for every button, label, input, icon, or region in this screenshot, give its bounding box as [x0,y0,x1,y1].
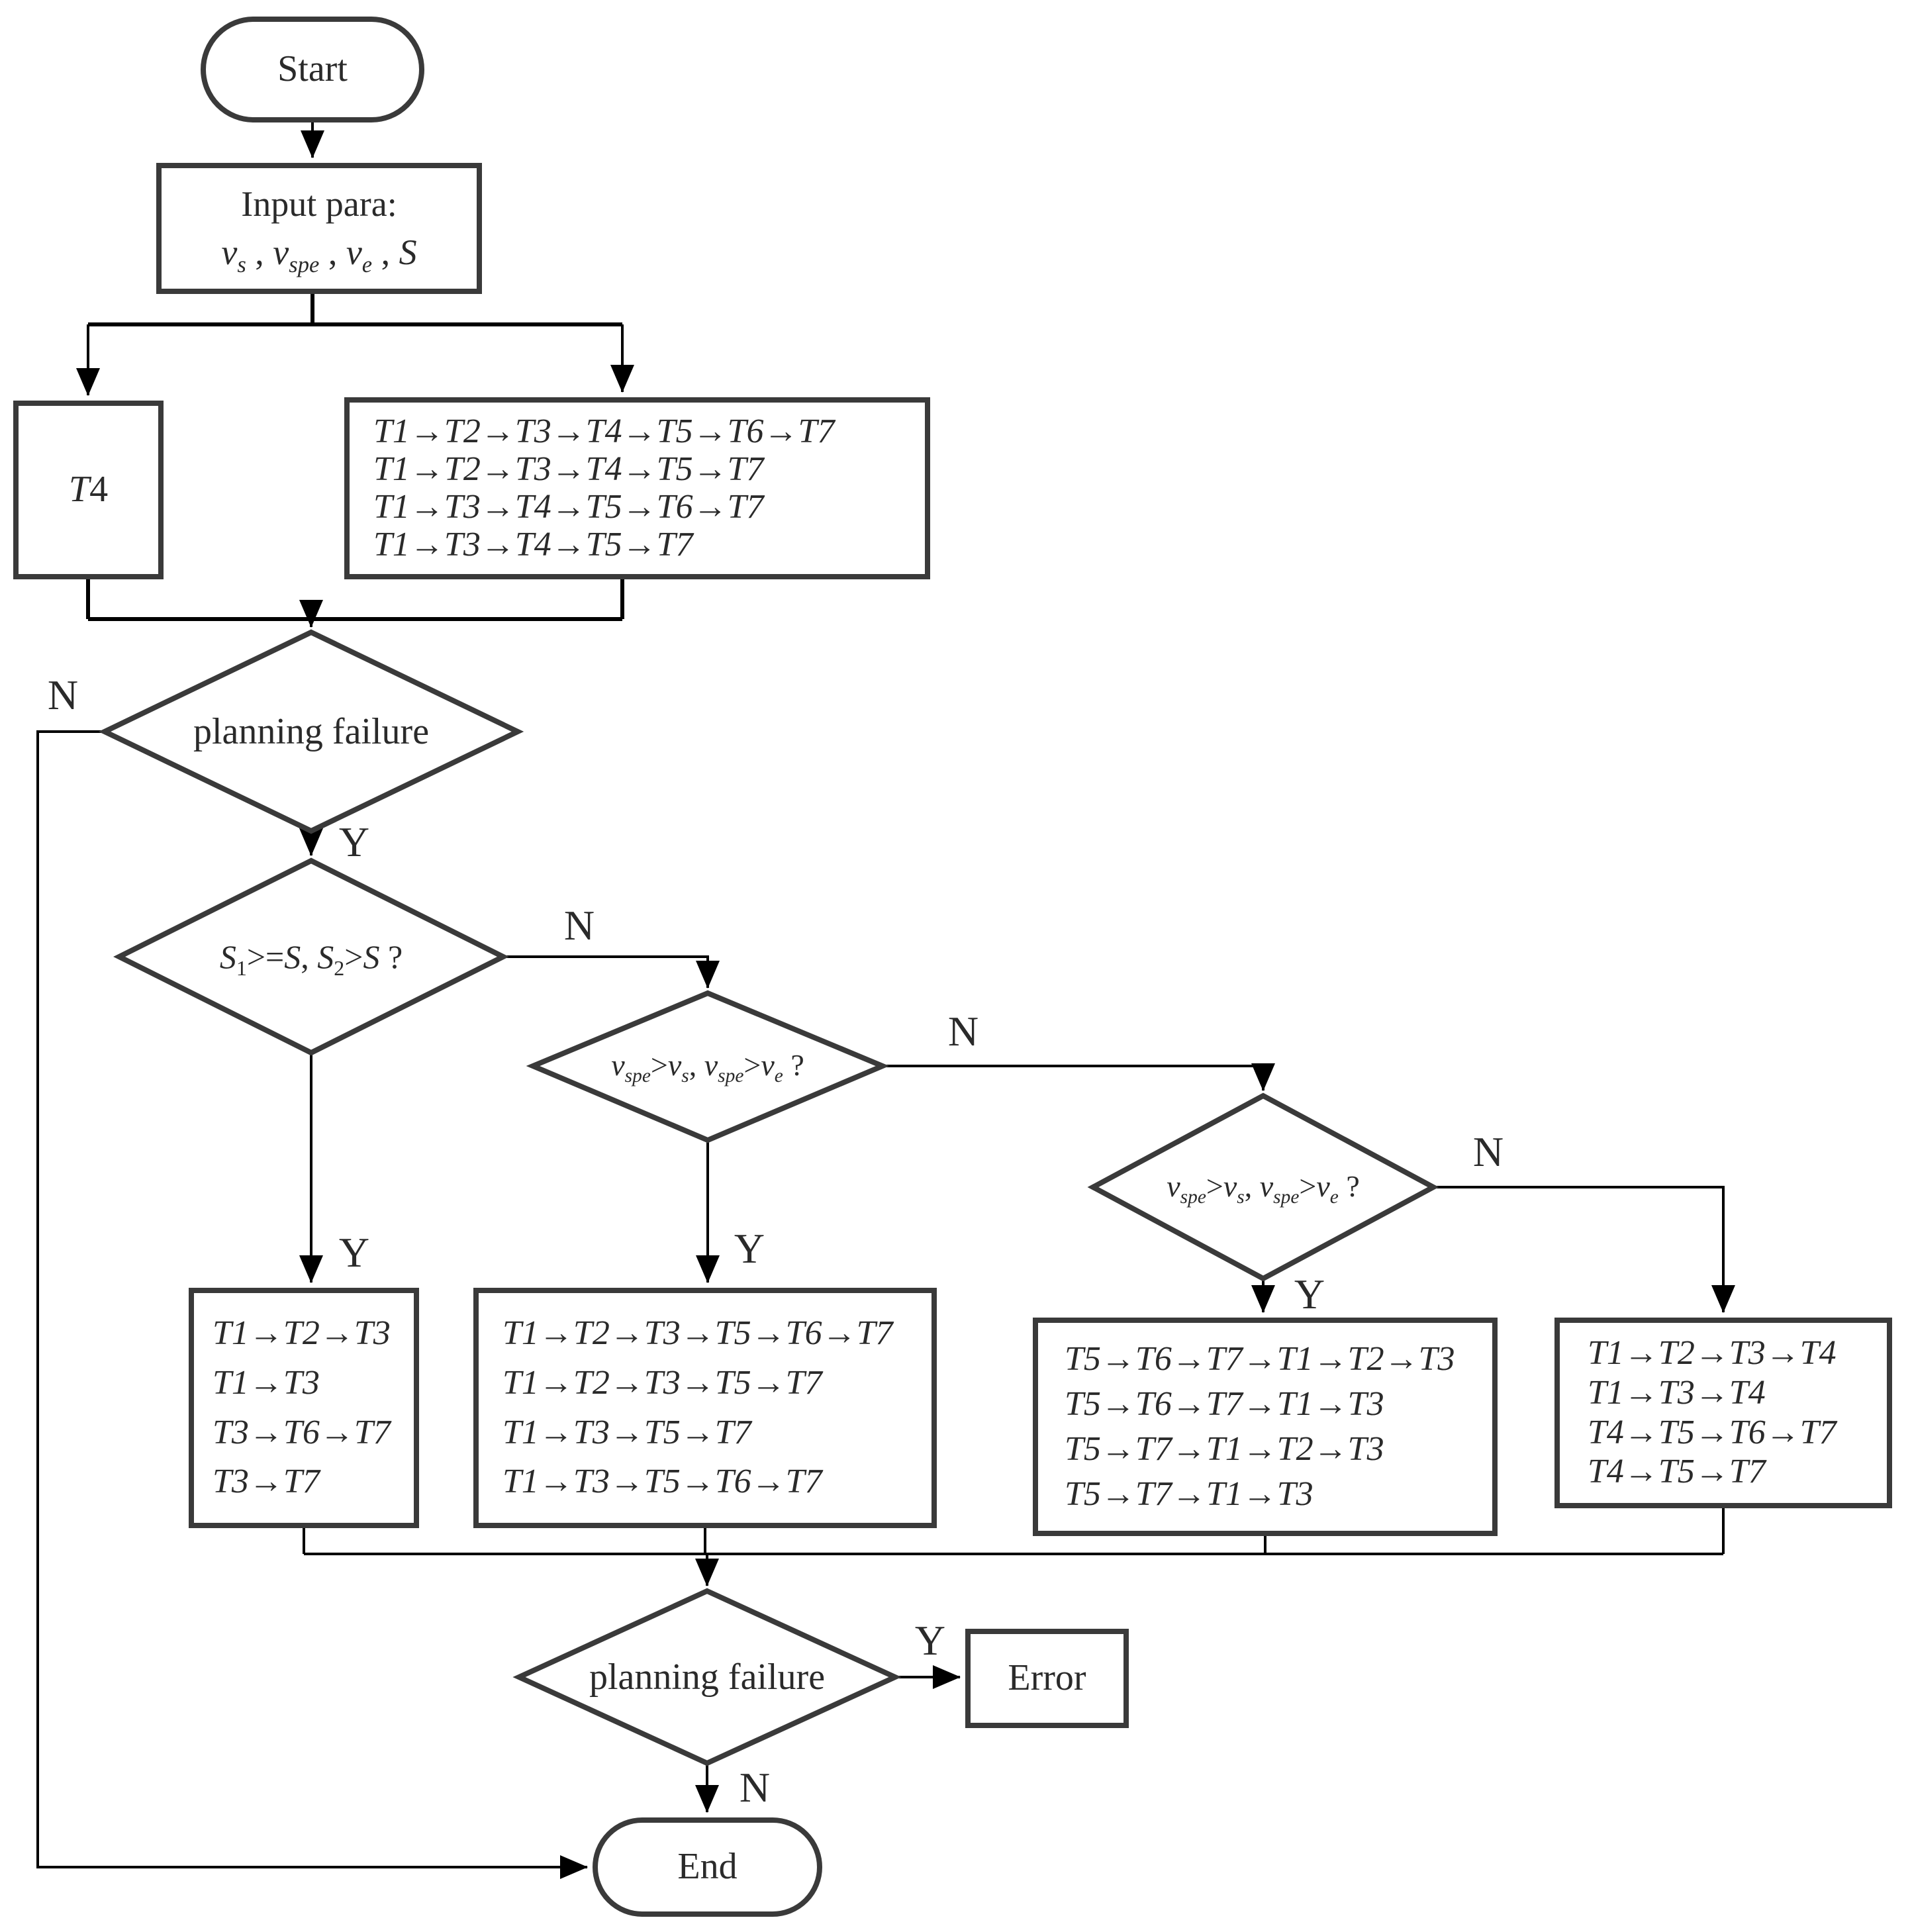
decision-planning-failure-2-label: planning failure [589,1657,826,1698]
branch-label-no-2: N [563,902,595,949]
decision-planning-failure-1-label: planning failure [193,711,430,752]
branch-label-no-3: N [947,1008,979,1055]
sequence-line: T1→T3→T4→T5→T7 [373,525,693,563]
edge-input-split [88,294,622,326]
sequence-line: T5→T6→T7→T1→T2→T3 [1065,1339,1455,1378]
edge-checkv2-no [1433,1186,1735,1313]
end-node: End [593,1817,822,1917]
edge-results-bus [303,1508,1725,1555]
sequence-box-s-yes: T1→T2→T3 T1→T3 T3→T6→T7 T3→T7 [189,1288,419,1528]
sequence-line: T1→T2→T3→T5→T6→T7 [502,1314,893,1353]
decision-vspe-2-label: vspe>vs, vspe>ve ? [1167,1169,1360,1208]
sequence-line: T4→T5→T7 [1588,1453,1766,1491]
branch-label-no-4: N [1472,1128,1504,1175]
sequence-line: T1→T3→T5→T7 [502,1413,751,1451]
sequence-box-v1-yes: T1→T2→T3→T5→T6→T7 T1→T2→T3→T5→T7 T1→T3→T… [473,1288,937,1528]
sequence-line: T1→T3→T5→T6→T7 [502,1463,822,1501]
branch-label-yes-2: Y [338,1229,370,1276]
sequence-line: T1→T3→T4→T5→T6→T7 [373,487,764,526]
edge-checks-no [503,955,720,989]
branch-label-no-1: N [47,671,79,718]
error-node: Error [965,1629,1129,1728]
branch-label-yes-1: Y [338,818,370,865]
decision-s-compare [113,857,509,1056]
branch-label-yes-3: Y [734,1225,765,1272]
input-node: Input para: vs , vspe , ve , S [156,163,482,294]
sequence-line: T1→T2→T3→T4 [1588,1334,1837,1373]
branch-label-no-5: N [739,1764,771,1811]
start-node: Start [201,17,424,122]
decision-planning-failure-2 [512,1588,902,1766]
sequence-box-full: T1→T2→T3→T4→T5→T6→T7 T1→T2→T3→T4→T5→T7 T… [344,397,930,579]
branch-label-yes-4: Y [1294,1271,1325,1318]
sequence-line: T4→T5→T6→T7 [1588,1413,1837,1451]
sequence-line: T5→T7→T1→T2→T3 [1065,1429,1384,1468]
sequence-line: T1→T3→T4 [1588,1373,1766,1412]
sequence-line: T3→T7 [213,1463,320,1501]
branch-label-yes-5: Y [914,1617,946,1664]
input-params: vs , vspe , ve , S [221,232,417,277]
sequence-line: T1→T2→T3→T5→T7 [502,1363,822,1402]
error-label: Error [1008,1657,1086,1699]
decision-vspe-2 [1087,1092,1439,1282]
start-label: Start [277,48,348,90]
decision-vspe-1 [526,990,890,1143]
sequence-line: T5→T6→T7→T1→T3 [1065,1384,1384,1423]
sequence-box-v2-no: T1→T2→T3→T4 T1→T3→T4 T4→T5→T6→T7 T4→T5→T… [1554,1318,1892,1508]
decision-s-compare-label: S1>=S, S2>S ? [219,938,403,980]
edge-check1-no-to-end [36,730,588,1879]
sequence-line: T3→T6→T7 [213,1413,391,1451]
edge-checkv1-no [883,1063,1275,1091]
sequence-line: T1→T3 [213,1363,320,1402]
decision-planning-failure-1 [98,629,524,834]
sequence-box-v2-yes: T5→T6→T7→T1→T2→T3 T5→T6→T7→T1→T3 T5→T7→T… [1033,1318,1498,1536]
sequence-line: T1→T2→T3 [213,1314,391,1353]
decision-vspe-1-label: vspe>vs, vspe>ve ? [611,1048,804,1087]
sequence-line: T1→T2→T3→T4→T5→T7 [373,450,764,488]
input-title: Input para: [241,184,397,224]
t4-node: T4 [13,401,164,579]
edge-merge [86,579,624,621]
sequence-line: T5→T7→T1→T3 [1065,1474,1313,1513]
sequence-line: T1→T2→T3→T4→T5→T6→T7 [373,412,835,450]
end-label: End [677,1846,738,1888]
t4-label: T4 [68,469,109,510]
